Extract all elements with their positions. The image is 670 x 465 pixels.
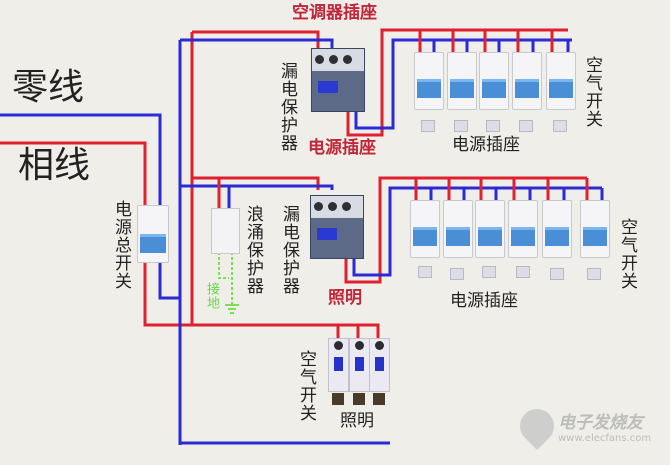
air-switch bbox=[580, 200, 610, 258]
watermark-logo: 电子发烧友 www.elecfans.com bbox=[512, 401, 652, 451]
socket-icon bbox=[482, 266, 496, 278]
power-sockets-top-label: 电源插座 bbox=[452, 135, 520, 155]
air-switch bbox=[508, 200, 538, 258]
socket-icon bbox=[486, 120, 500, 132]
surge-protector-label: 浪涌保护器 bbox=[243, 205, 263, 295]
lighting-breaker bbox=[328, 338, 349, 405]
lighting-bottom-label: 照明 bbox=[340, 411, 374, 431]
phase-line-label: 相线 bbox=[18, 145, 91, 186]
socket-icon bbox=[516, 266, 530, 278]
lighting-breaker bbox=[349, 338, 370, 405]
air-switch-top-label: 空气开关 bbox=[582, 56, 602, 128]
socket-icon bbox=[550, 268, 564, 280]
air-switch bbox=[414, 52, 444, 110]
main-switch-label: 电源总开关 bbox=[111, 200, 131, 290]
lighting-breaker bbox=[369, 338, 390, 405]
socket-icon bbox=[450, 268, 464, 280]
socket-icon bbox=[553, 120, 567, 132]
socket-icon bbox=[519, 120, 533, 132]
rcd-top-label: 漏电保护器 bbox=[277, 62, 297, 152]
socket-icon bbox=[454, 120, 468, 132]
air-switch bbox=[410, 200, 440, 258]
power-sockets-mid-label: 电源插座 bbox=[450, 291, 518, 311]
air-switch bbox=[443, 200, 473, 258]
grounding-label: 接地 bbox=[204, 282, 219, 310]
socket-icon bbox=[421, 120, 435, 132]
socket-icon bbox=[587, 268, 601, 280]
power-socket-red-label: 电源插座 bbox=[308, 138, 376, 158]
air-switch bbox=[475, 200, 505, 258]
watermark-brand: 电子发烧友 bbox=[558, 413, 643, 433]
air-switch bbox=[546, 52, 576, 110]
surge-protector bbox=[211, 208, 240, 254]
air-switch-mid-label: 空气开关 bbox=[617, 218, 637, 290]
rcd-top bbox=[311, 48, 365, 112]
watermark-url: www.elecfans.com bbox=[558, 433, 652, 444]
air-switch bbox=[512, 52, 542, 110]
air-switch bbox=[479, 52, 509, 110]
socket-icon bbox=[418, 266, 432, 278]
air-switch bbox=[447, 52, 477, 110]
air-switch bbox=[542, 200, 572, 258]
elecfans-logo-icon bbox=[512, 401, 562, 451]
rcd-mid bbox=[310, 195, 364, 259]
ac-socket-label: 空调器插座 bbox=[292, 3, 377, 23]
lighting-red-label: 照明 bbox=[328, 288, 362, 308]
neutral-line-label: 零线 bbox=[12, 67, 85, 108]
main-switch-breaker bbox=[137, 205, 169, 263]
air-switch-bottom-label: 空气开关 bbox=[296, 350, 316, 422]
rcd-mid-label: 漏电保护器 bbox=[279, 205, 299, 295]
